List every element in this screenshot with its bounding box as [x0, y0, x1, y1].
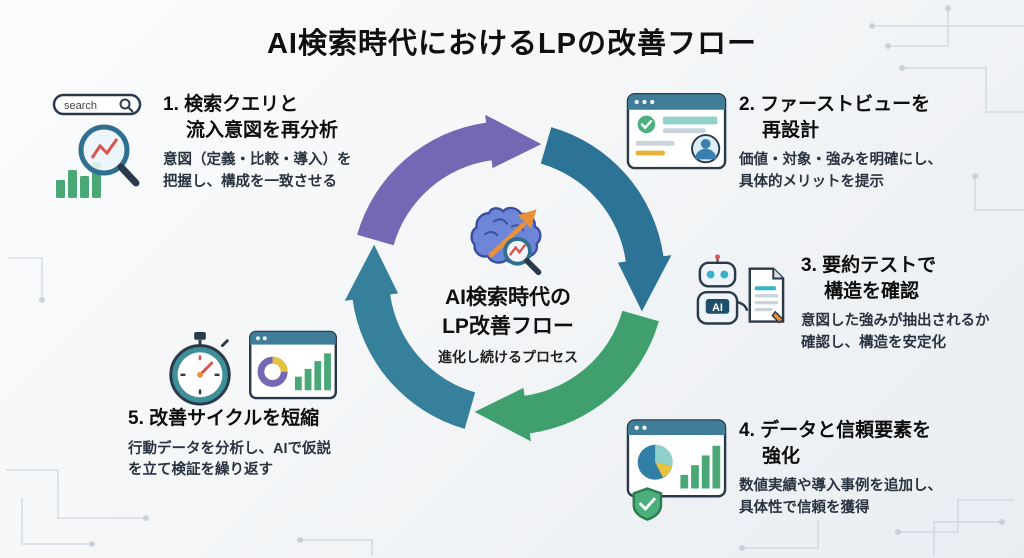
step-1-desc-line1: 意図（定義・比較・導入）を	[163, 152, 352, 169]
step-4-desc-line1: 数値実績や導入事例を追加し、	[739, 478, 942, 495]
ai-brain-icon	[470, 206, 542, 276]
magnifier-icon	[78, 124, 140, 187]
cycle-center: AI検索時代の LP改善フロー 進化し続けるプロセス	[388, 198, 628, 367]
step-4-desc-line2: 具体性で信頼を獲得	[739, 500, 870, 517]
cycle-arrows	[344, 114, 672, 442]
step-4-title-line1: 4. データと信頼要素を	[739, 420, 932, 441]
cycle-arrow-right	[540, 127, 672, 312]
svg-text:search: search	[64, 100, 97, 112]
search-bar-icon: search	[52, 93, 142, 116]
step-2-title: 2. ファーストビューを 再設計	[739, 92, 942, 143]
cycle-arrow-bottom	[474, 310, 659, 442]
step-1-title: 1. 検索クエリと 流入意図を再分析	[163, 92, 352, 143]
step-5: 5. 改善サイクルを短縮 行動データを分析し、AIで仮説 を立て検証を繰り返す	[128, 406, 331, 482]
step-1-title-line1: 1. 検索クエリと	[163, 94, 299, 115]
step-2: 2. ファーストビューを 再設計 価値・対象・強みを明確にし、 具体的メリットを…	[626, 92, 942, 194]
step-4-title: 4. データと信頼要素を 強化	[739, 418, 942, 469]
stopwatch-icon	[162, 330, 238, 413]
step-2-desc-line2: 具体的メリットを提示	[739, 174, 884, 191]
page-title: AI検索時代におけるLPの改善フロー	[266, 28, 758, 60]
data-trust-icon	[626, 418, 728, 529]
cycle-arrow-top	[357, 114, 542, 246]
step-2-desc-line1: 価値・対象・強みを明確にし、	[739, 152, 942, 169]
step-3-desc: 意図した強みが抽出されるか 確認し、構造を安定化	[801, 311, 990, 355]
step-5-title: 5. 改善サイクルを短縮	[128, 406, 331, 432]
user-avatar-icon	[691, 134, 721, 164]
center-title-line2: LP改善フロー	[442, 314, 574, 338]
growth-arrow-icon	[488, 209, 537, 258]
step-5-icons	[162, 330, 338, 413]
step-3-desc-line2: 確認し、構造を安定化	[801, 335, 946, 352]
bar-chart-icon	[294, 353, 331, 391]
trust-shield-icon	[632, 487, 663, 521]
cycle-arrow-left	[344, 244, 476, 429]
step-5-desc-line1: 行動データを分析し、AIで仮説	[128, 440, 331, 457]
step-5-desc-line2: を立て検証を繰り返す	[128, 462, 273, 479]
step-4: 4. データと信頼要素を 強化 数値実績や導入事例を追加し、 具体性で信頼を獲得	[626, 418, 942, 529]
step-3: AI 3. 要約テストで 構造を確認 意図した	[690, 253, 990, 355]
step-1: search 1. 検索クエリと	[52, 92, 352, 209]
ai-summary-test-icon: AI	[690, 253, 790, 352]
check-circle-icon	[637, 115, 656, 134]
document-icon	[748, 267, 785, 324]
step-3-title-line2: 構造を確認	[824, 280, 920, 302]
bar-chart-icon	[680, 445, 721, 489]
center-title-line1: AI検索時代の	[445, 286, 571, 309]
step-1-title-line2: 流入意図を再分析	[186, 119, 339, 141]
step-3-title: 3. 要約テストで 構造を確認	[801, 253, 990, 304]
search-query-analysis-icon: search	[52, 92, 152, 209]
robot-icon: AI	[696, 254, 749, 325]
dashboard-icon	[248, 330, 338, 405]
donut-chart-icon	[257, 356, 288, 387]
step-5-title-line1: 5. 改善サイクルを短縮	[128, 408, 320, 429]
step-3-desc-line1: 意図した強みが抽出されるか	[801, 313, 990, 330]
center-subtitle: 進化し続けるプロセス	[438, 348, 578, 365]
pie-chart-icon	[637, 444, 673, 480]
step-1-desc: 意図（定義・比較・導入）を 把握し、構成を一致させる	[163, 150, 352, 194]
step-3-title-line1: 3. 要約テストで	[801, 255, 937, 276]
magnifier-icon	[503, 237, 542, 276]
step-2-desc: 価値・対象・強みを明確にし、 具体的メリットを提示	[739, 150, 942, 194]
first-view-redesign-icon	[626, 92, 728, 187]
svg-text:AI: AI	[712, 302, 723, 314]
step-5-desc: 行動データを分析し、AIで仮説 を立て検証を繰り返す	[128, 439, 331, 483]
step-1-desc-line2: 把握し、構成を一致させる	[163, 174, 337, 191]
step-2-title-line2: 再設計	[762, 119, 820, 141]
step-4-desc: 数値実績や導入事例を追加し、 具体性で信頼を獲得	[739, 476, 942, 520]
step-4-title-line2: 強化	[762, 445, 801, 467]
step-2-title-line1: 2. ファーストビューを	[739, 94, 931, 115]
